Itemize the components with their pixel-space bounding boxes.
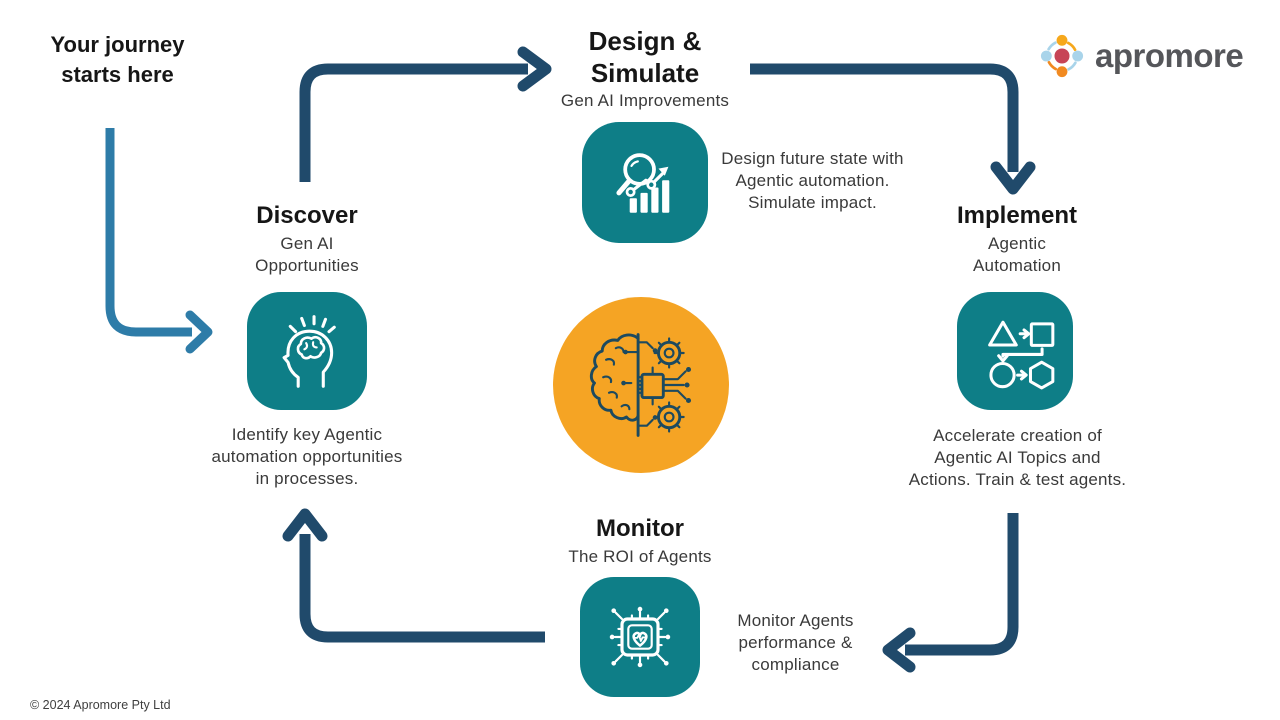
apromore-logo: apromore — [1038, 32, 1244, 80]
arrow-discover-to-design — [299, 46, 552, 182]
stage-tile-implement — [957, 292, 1073, 410]
arrow-implement-to-monitor — [882, 513, 1019, 673]
arrow-journey-start — [105, 128, 213, 354]
brain-circuit-icon — [589, 333, 692, 437]
stage-desc-implement: Accelerate creation of Agentic AI Topics… — [908, 426, 1127, 489]
stage-desc-monitor: Monitor Agents performance & compliance — [737, 611, 854, 674]
chip-heartbeat-icon — [609, 606, 671, 668]
stage-subtitle-implement: Agentic Automation — [973, 234, 1061, 275]
arrow-monitor-to-discover — [282, 508, 545, 643]
stage-subtitle-monitor: The ROI of Agents — [568, 547, 712, 566]
head-brain-icon — [282, 315, 336, 388]
stage-tile-design — [582, 122, 708, 243]
copyright-text: © 2024 Apromore Pty Ltd — [30, 698, 171, 712]
stage-desc-design: Design future state with Agentic automat… — [721, 149, 904, 212]
magnifier-chart-icon — [616, 152, 670, 213]
stage-title-implement: Implement — [956, 202, 1078, 229]
center-ai-circle — [553, 297, 729, 473]
stage-title-discover: Discover — [256, 202, 358, 229]
stage-desc-discover: Identify key Agentic automation opportun… — [211, 425, 403, 488]
stage-subtitle-design: Gen AI Improvements — [560, 91, 730, 110]
stage-tile-monitor — [580, 577, 700, 697]
apromore-wordmark: apromore — [1095, 37, 1244, 74]
stage-subtitle-discover: Gen AI Opportunities — [255, 234, 359, 275]
arrow-design-to-implement — [750, 63, 1036, 195]
stage-title-monitor: Monitor — [596, 515, 684, 542]
journey-start-label: Your journey starts here — [50, 32, 185, 87]
workflow-shapes-icon — [988, 320, 1055, 390]
apromore-logo-icon — [1040, 34, 1084, 78]
stage-tile-discover — [247, 292, 367, 410]
stage-title-design: Design & Simulate — [588, 26, 702, 88]
